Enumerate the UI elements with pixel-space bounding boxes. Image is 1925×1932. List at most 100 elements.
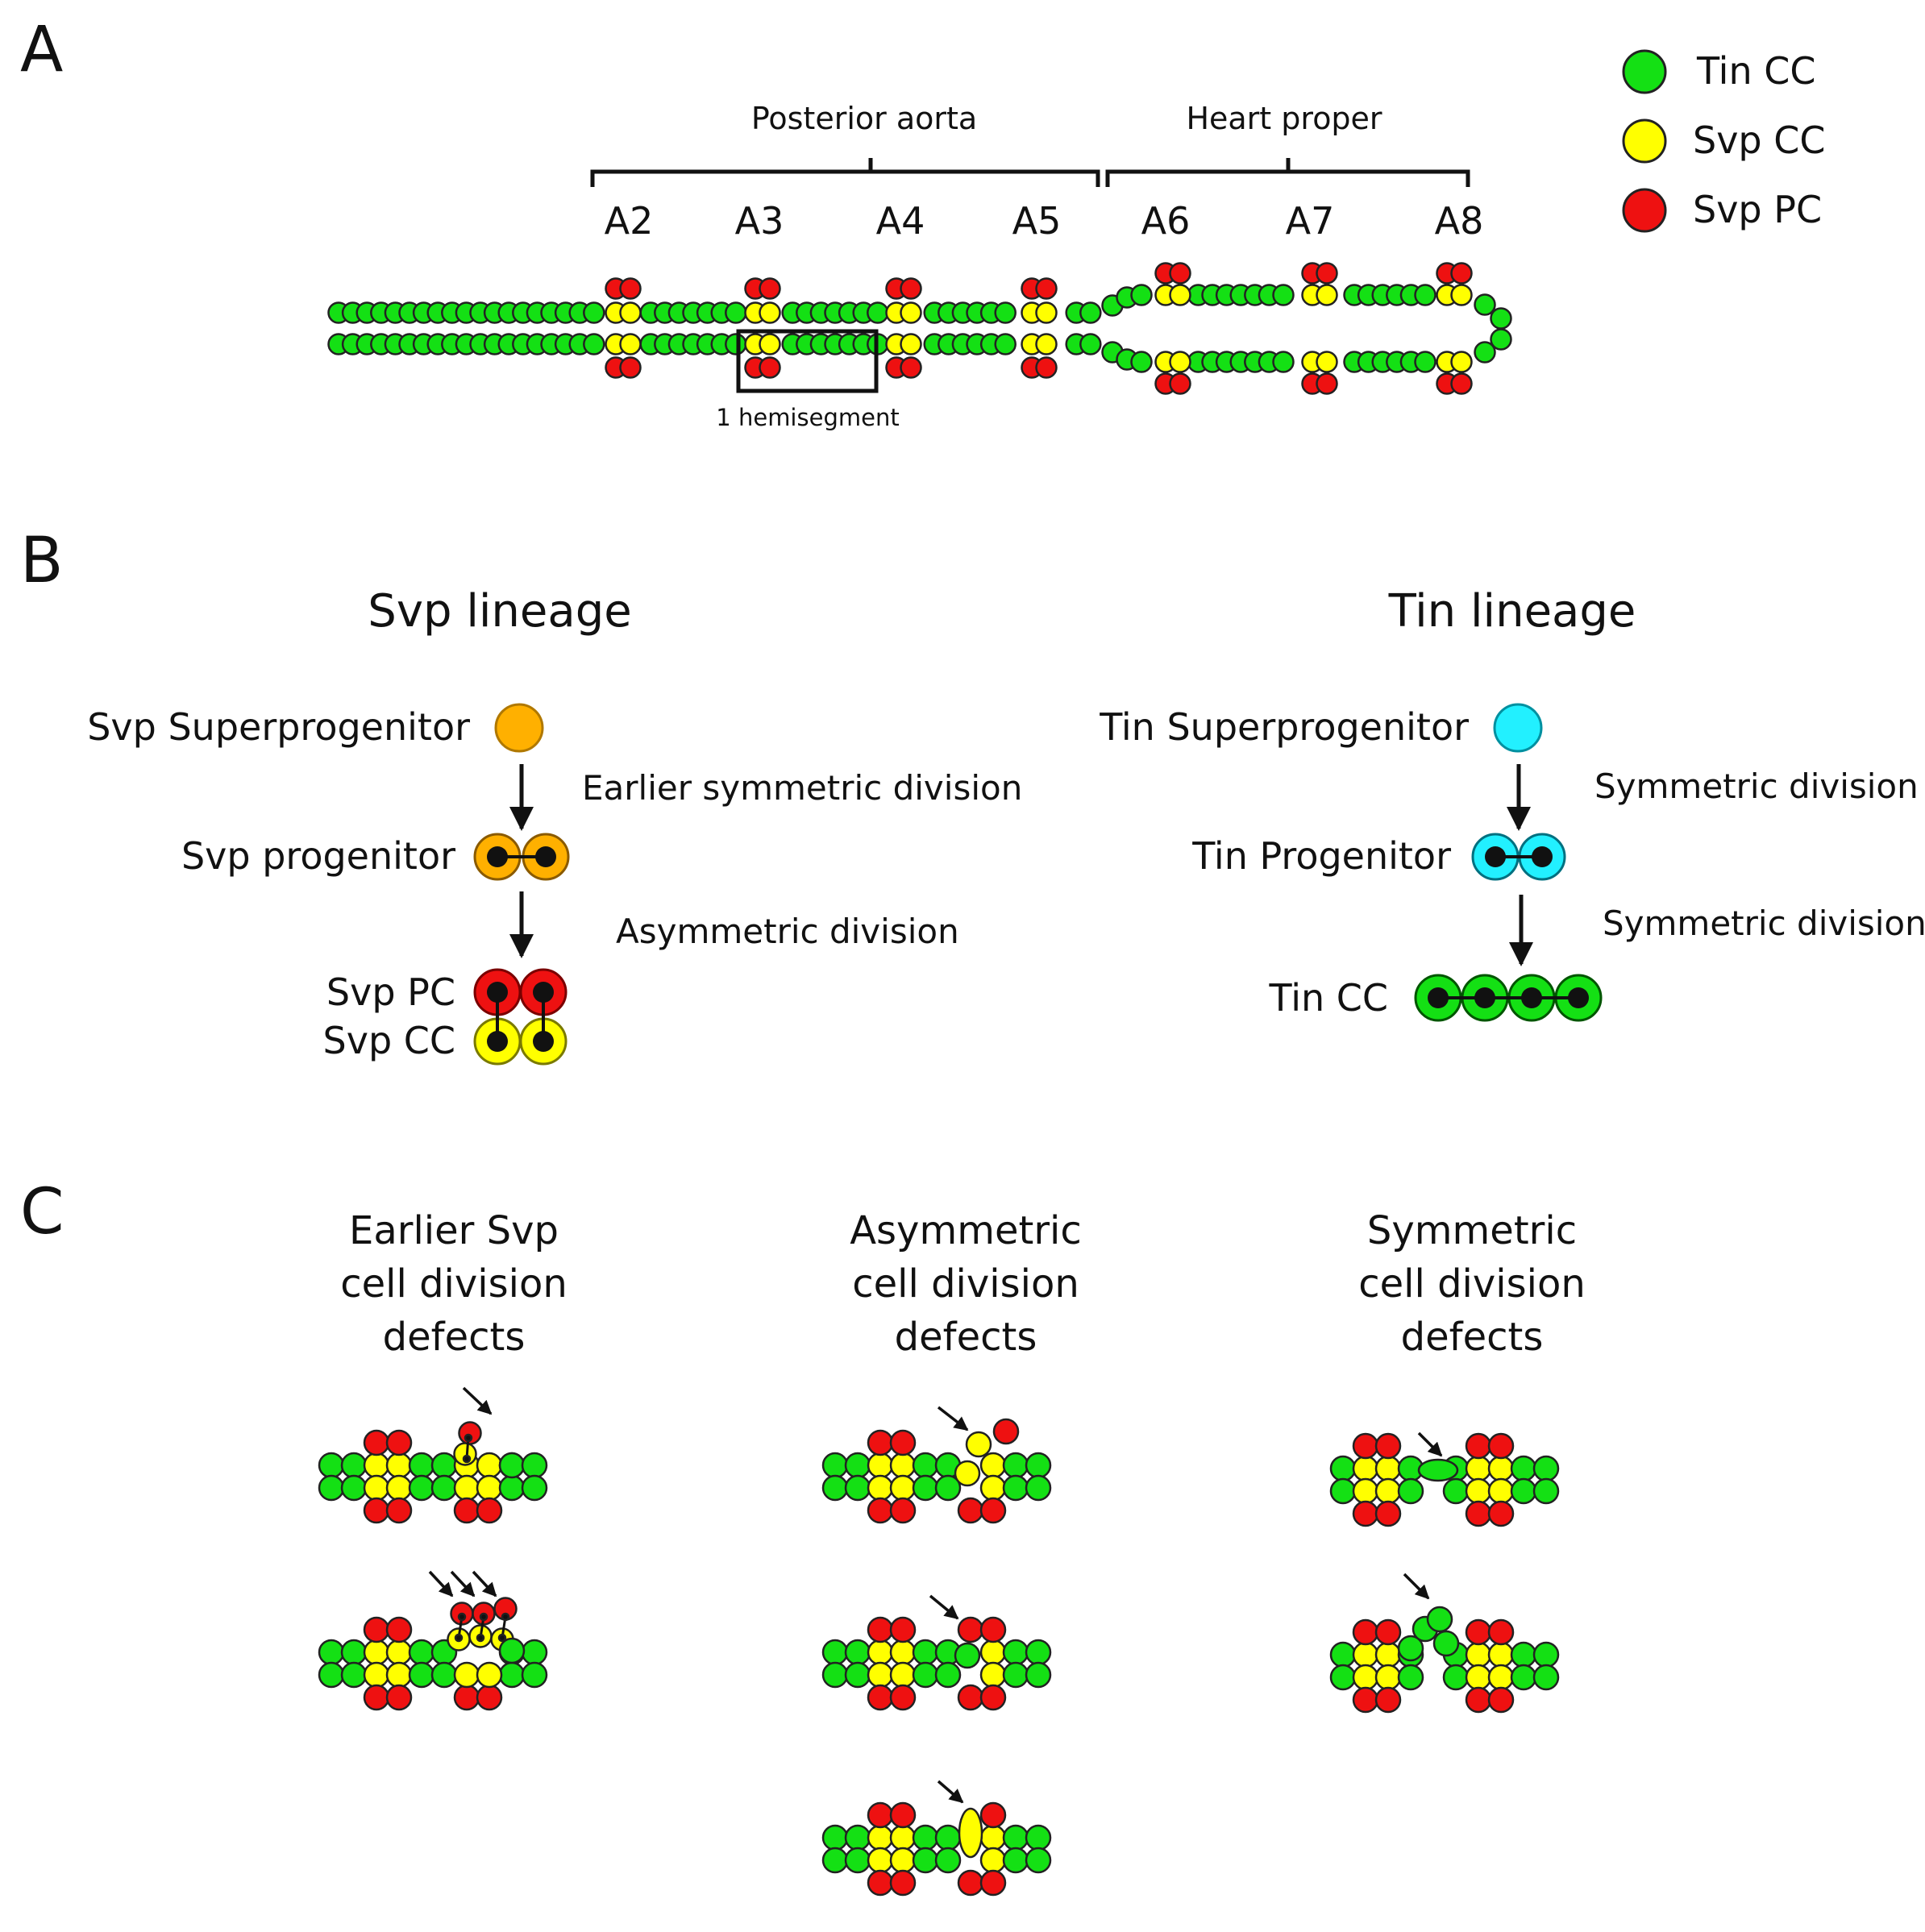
tin-cc-cell [1025,1474,1052,1502]
svp-cc-cell [476,1661,503,1689]
tin-cc-cell [521,1639,548,1666]
nucleus [464,1433,473,1443]
tin-cc-cell [912,1639,939,1666]
svp-pc-cell [889,1429,917,1456]
svp-cc-cell [476,1474,503,1502]
svp-cc-cell [1352,1641,1379,1668]
tin-cc-cell [1442,1664,1470,1691]
tin-cc-cell [844,1661,871,1689]
tin-cc-cell [844,1639,871,1666]
tin-cc-cell [1025,1639,1052,1666]
svp-cc-cell [363,1452,390,1479]
svp-cc-cell [1465,1455,1492,1482]
svp-cc-cell [453,1474,480,1502]
segment-label: A8 [1435,199,1484,243]
tin-cc-cell [430,1474,458,1502]
svp-cc-cell [889,1661,917,1689]
svp-pc-cell [889,1869,917,1897]
svp-cc-cell [889,1639,917,1666]
svp-cc-cell [363,1661,390,1689]
svp-pc-cell [867,1869,894,1897]
tin-cc-cell [821,1474,849,1502]
tin-cc-cell [821,1847,849,1874]
svp-pc-cell [867,1801,894,1829]
svp-cc-cell [759,301,781,324]
region-label-heart-proper: Heart proper [1186,101,1382,136]
segment-label: A6 [1141,199,1191,243]
svp-pc-cell [889,1616,917,1643]
svp-cc-cell [1035,333,1058,355]
svp-division-2-label: Asymmetric division [616,912,959,951]
svp-pc-cell [889,1497,917,1524]
column-title-line: defects [1401,1315,1544,1360]
svp-pc-cell [759,356,781,379]
svp-cc-cell [867,1824,894,1851]
svp-pc-cell [759,277,781,300]
tin-cc-cell [1510,1664,1537,1691]
defect-arrow [1417,1431,1443,1457]
tin-cc-cell [1532,1455,1560,1482]
tin-cc-cell [1002,1639,1029,1666]
svp-cc-cell [1035,301,1058,324]
svp-pc-cell [867,1684,894,1711]
tin-cc-cell [1079,333,1102,355]
legend-swatch-svp-pc [1622,188,1667,233]
svp-cc-cell [1374,1477,1402,1505]
svp-pc-cell [363,1429,390,1456]
svp-pc-cell [900,356,922,379]
svp-pc-cell [889,1684,917,1711]
panel-letter-c: C [20,1176,64,1249]
svp-cc-cell [619,301,642,324]
svp-cc-cell [759,333,781,355]
svp-pc-cell [867,1429,894,1456]
svp-cc-cell [979,1639,1007,1666]
tin-cc-cell [1025,1824,1052,1851]
svp-pc-label: Svp PC [326,970,455,1014]
defect-pattern [318,1386,548,1524]
svp-pc-cell [957,1684,984,1711]
svp-cc-cell [385,1639,413,1666]
svp-cc-cell [385,1661,413,1689]
tin-cc-cell [521,1474,548,1502]
svp-cc-cell [965,1431,992,1458]
svp-pc-cell [385,1684,413,1711]
svp-pc-cell [385,1429,413,1456]
tin-cc-cell [583,333,605,355]
tin-cc-cell [340,1452,368,1479]
svp-cc-cell [1316,351,1338,373]
segment-label: A3 [735,199,784,243]
tin-cc-cells [1414,974,1603,1022]
svp-cc-cell [385,1474,413,1502]
svp-progenitor-cells [473,833,570,881]
svp-cc-cell [867,1661,894,1689]
tin-cc-cell [1490,328,1512,351]
svp-cc-cell [958,1807,983,1859]
svp-cc-cell [900,301,922,324]
svp-pc-cell [453,1684,480,1711]
region-label-posterior-aorta: Posterior aorta [751,101,977,136]
legend-swatch-svp-cc [1622,118,1667,164]
svp-pc-cell [1465,1432,1492,1460]
svp-cc-cell [889,1474,917,1502]
tin-cc-cell [498,1474,526,1502]
tin-cc-cell [408,1452,435,1479]
defect-arrow [450,1570,476,1598]
nucleus [501,1612,510,1622]
svp-pc-cell [1465,1618,1492,1646]
column-title-line: cell division [1358,1261,1586,1307]
tin-division-2-label: Symmetric division [1603,904,1925,943]
svp-pc-cell [1450,372,1473,395]
tin-cc-label: Tin CC [1269,976,1388,1020]
tin-cc-cell [821,1639,849,1666]
svp-cc-cell [1316,284,1338,306]
tin-progenitor-cells [1471,833,1566,881]
tin-cc-cell [1532,1477,1560,1505]
tin-cc-cell [912,1661,939,1689]
svp-pc-cell [1352,1432,1379,1460]
defect-pattern [821,1406,1052,1524]
tin-cc-cell [318,1452,345,1479]
legend-swatch-tin-cc [1622,49,1667,94]
tin-cc-cell [1329,1455,1357,1482]
svp-pc-cell [957,1616,984,1643]
